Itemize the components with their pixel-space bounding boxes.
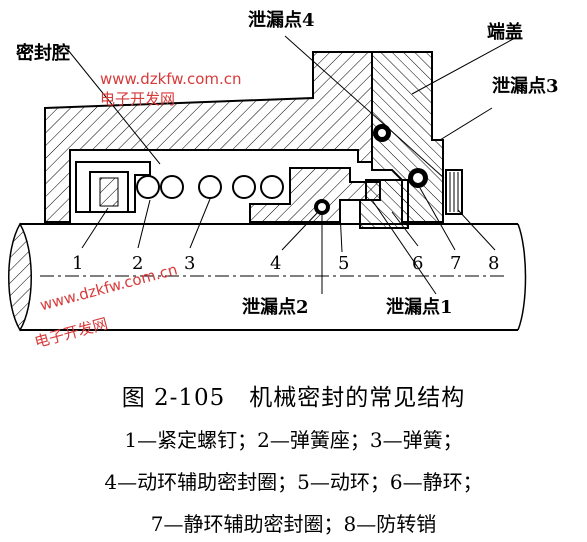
part-number-3: 3 xyxy=(184,253,196,274)
spring-seat xyxy=(75,161,151,213)
end-cap-o-ring xyxy=(373,124,391,142)
watermark-name: 电子开发网 xyxy=(100,90,176,108)
label-leak-point-2: 泄漏点2 xyxy=(242,297,309,318)
part-number-2: 2 xyxy=(132,253,144,274)
part-number-7: 7 xyxy=(450,253,462,274)
label-end-cap: 端盖 xyxy=(487,22,523,43)
moving-ring xyxy=(249,167,381,223)
label-leak-point-1: 泄漏点1 xyxy=(386,297,453,318)
part-number-8: 8 xyxy=(488,253,500,274)
label-leak-point-4: 泄漏点4 xyxy=(248,10,315,31)
part-number-6: 6 xyxy=(412,253,424,274)
seal-cavity-housing xyxy=(44,51,373,223)
leader-lines xyxy=(67,35,516,295)
figure-caption-line-1: 1—紧定螺钉；2—弹簧座；3—弹簧； xyxy=(124,428,463,452)
label-seal-cavity: 密封腔 xyxy=(16,43,70,64)
moving-ring-o-ring xyxy=(314,199,330,215)
stationary-ring-o-ring xyxy=(408,168,428,188)
stationary-ring xyxy=(359,179,409,229)
figure-caption-line-2: 4—动环辅助密封圈；5—动环；6—静环； xyxy=(104,470,483,494)
watermark-url: www.dzkfw.com.cn xyxy=(100,70,242,88)
figure-caption-line-3: 7—静环辅助密封圈；8—防转销 xyxy=(150,512,437,536)
anti-rotation-pin xyxy=(445,169,463,215)
part-number-4: 4 xyxy=(270,253,282,274)
label-leak-point-3: 泄漏点3 xyxy=(492,76,559,97)
mechanical-seal-diagram xyxy=(8,35,527,332)
part-number-1: 1 xyxy=(72,253,84,274)
figure-caption-title: 图 2-105 机械密封的常见结构 xyxy=(121,385,466,411)
spring xyxy=(136,175,284,199)
shaft xyxy=(8,222,527,332)
set-screw xyxy=(89,171,129,213)
part-number-5: 5 xyxy=(338,253,350,274)
